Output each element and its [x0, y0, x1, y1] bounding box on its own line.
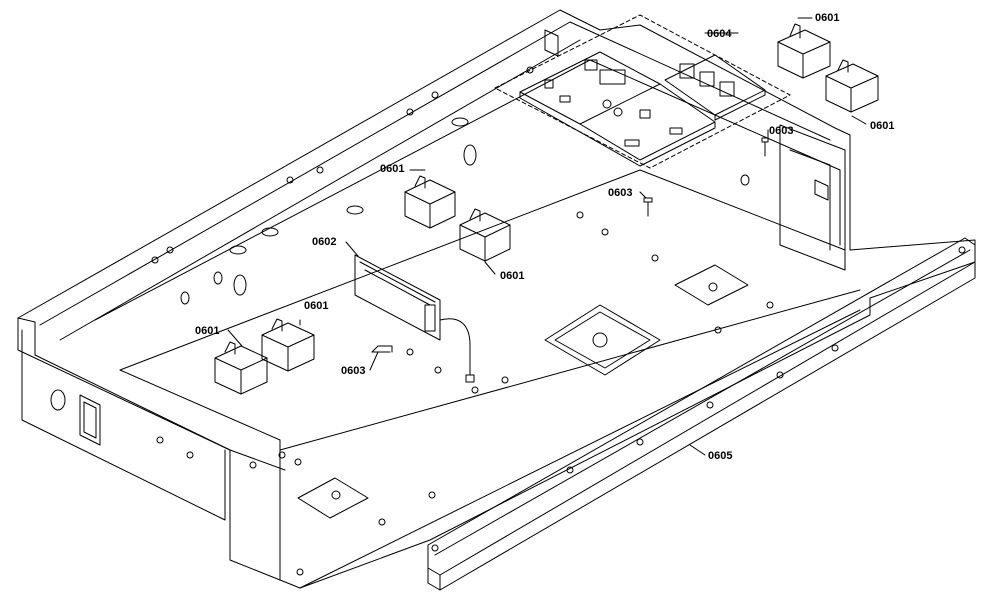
right-upright-bracket: [740, 124, 846, 271]
screw-middle: [643, 197, 653, 217]
callout-0603-lower: 0603: [341, 365, 366, 377]
callout-leaders: [227, 17, 867, 456]
screw-lower: [371, 345, 393, 353]
callout-0601-mid-lower: 0601: [500, 270, 525, 282]
floor-plate-right: [674, 264, 749, 306]
callout-0601-mid: 0601: [380, 163, 405, 175]
callout-0603-upper: 0603: [769, 125, 794, 137]
callout-0601-top-right: 0601: [815, 12, 840, 24]
control-board-assembly: [494, 14, 791, 169]
chassis-base-pan: [17, 9, 976, 589]
relay-top-right-1: [777, 23, 831, 79]
back-wall-slots: [151, 29, 559, 305]
base-floor-holes: [249, 211, 966, 576]
callout-0601-right: 0601: [870, 120, 895, 132]
callout-0605: 0605: [708, 450, 733, 462]
callout-0604: 0604: [707, 28, 732, 40]
floor-plate-left: [297, 477, 369, 519]
sensor-board: [354, 254, 475, 383]
callout-0601-left: 0601: [195, 325, 220, 337]
front-rail: [427, 237, 976, 591]
relay-top-right-2: [825, 59, 879, 113]
callout-0602: 0602: [312, 236, 337, 248]
relay-left-1: [261, 318, 315, 372]
left-side-panel: [21, 329, 226, 521]
screw-upper: [761, 137, 769, 157]
callout-0603-middle: 0603: [608, 187, 633, 199]
floor-plate-center: [544, 304, 661, 376]
relay-mid-1: [404, 175, 456, 229]
callout-0601-left-upper: 0601: [304, 300, 329, 312]
relay-mid-2: [459, 208, 511, 262]
relay-left-2: [214, 341, 268, 395]
